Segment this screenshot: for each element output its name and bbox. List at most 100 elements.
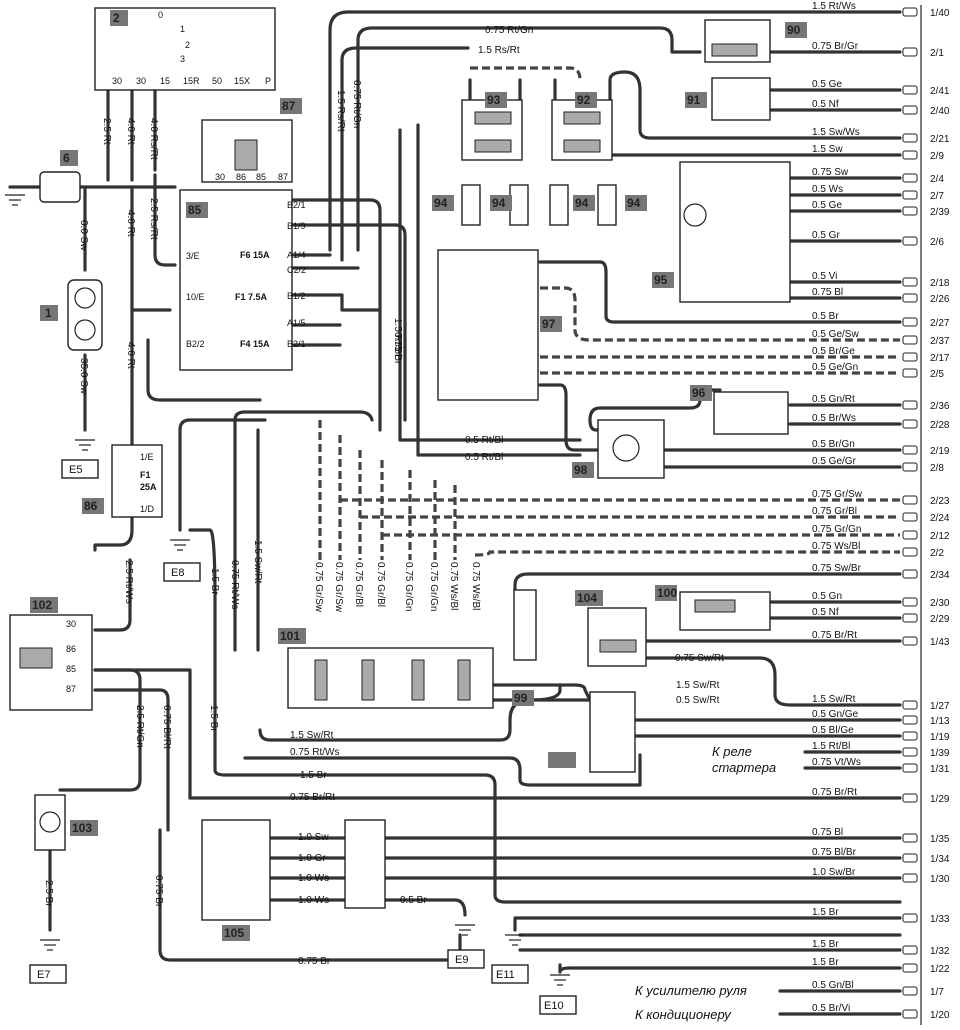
relay102-pin-86: 86 [66, 644, 76, 654]
label-98: 99 [514, 691, 528, 705]
connector-wire-label: 0.75 Gr/Gn [812, 524, 861, 535]
pin-10e: 10/E [186, 292, 205, 302]
label-93: 93 [487, 93, 501, 107]
ign-pos-0: 0 [158, 10, 163, 20]
valve-block-101 [287, 647, 494, 709]
w-v-ws-bl: 0.75 Ws/Bl [448, 562, 459, 610]
pin-b12: B1/2 [287, 291, 306, 301]
w-f1-rt-ws: 2.5 Rt/Ws [123, 560, 134, 604]
idle-valve-89 [704, 19, 771, 63]
connector-terminal [902, 613, 918, 623]
w-sw-rt-h: 1.5 Sw/Rt [290, 730, 334, 741]
relay-102 [9, 614, 93, 711]
fuse-f1-main: F1 [140, 470, 151, 480]
ground-e10: E10 [544, 1000, 564, 1012]
connector-terminal [902, 963, 918, 973]
connector-pin-label: 2/39 [930, 207, 950, 218]
injectors-94 [461, 184, 617, 226]
connector-wire-label: 0.5 Gn/Ge [812, 709, 859, 720]
battery-clamp-6 [39, 171, 81, 203]
label-103: 103 [72, 821, 92, 835]
label-89: 90 [787, 23, 801, 37]
w-m105-1: 1.0 Sw [298, 832, 329, 843]
connector-pin-label: 2/37 [930, 336, 950, 347]
connector-pin-label: 2/7 [930, 191, 944, 202]
connector-terminal [902, 462, 918, 472]
pin-b22: B2/2 [186, 339, 205, 349]
relay-87 [201, 119, 293, 183]
ign-pos-3: 3 [180, 54, 185, 64]
connector-terminal [902, 763, 918, 773]
connector-terminal [902, 105, 918, 115]
fuse-f6: F6 15A [240, 250, 270, 260]
power-steering-note: К усилителю руля [635, 983, 747, 998]
valve-100 [587, 607, 647, 667]
connector-wire-label: 0.5 Gn/Bl [812, 980, 854, 991]
connector-pin-label: 2/40 [930, 106, 950, 117]
label-87: 87 [282, 99, 296, 113]
relay87-term-85: 85 [256, 172, 266, 182]
connector-pin-label: 2/19 [930, 446, 950, 457]
ign-term-15r: 15R [183, 76, 200, 86]
connector-wire-label: 0.5 Bl/Ge [812, 725, 854, 736]
connector-terminal [902, 1009, 918, 1019]
label-96: 98 [574, 463, 588, 477]
w-v-gr-bl2: 0.75 Gr/Bl [375, 562, 386, 607]
w-bl-rt-102: 0.75 Bl/Rt [161, 705, 172, 749]
connector-wire-label: 0.75 Gr/Sw [812, 489, 863, 500]
left-wires [8, 88, 407, 932]
connector-terminal [902, 445, 918, 455]
relay102-pin-30: 30 [66, 619, 76, 629]
connector-terminal [902, 945, 918, 955]
ign-term-30b: 30 [136, 76, 146, 86]
module-95 [437, 249, 539, 401]
w-rs-rt-v: 1.5 Rs/Rt [335, 90, 346, 132]
w-fuse-rt: 4.0 Rt [125, 342, 136, 369]
connector-wire-label: 0.5 Br/Vi [812, 1003, 850, 1014]
connector-wire-label: 0.5 Ge/Gr [812, 456, 857, 467]
connector-terminal [902, 747, 918, 757]
connector-terminal [902, 495, 918, 505]
label-100: 104 [577, 591, 597, 605]
connector-pin-label: 2/24 [930, 513, 950, 524]
connector-pin-label: 2/4 [930, 174, 944, 185]
air-conditioner-note: К кондиционеру [635, 1007, 732, 1022]
connector-104 [589, 691, 636, 773]
connector-wire-label: 1.0 Sw/Br [812, 867, 856, 878]
connector-wire-label: 0.5 Vi [812, 271, 837, 282]
w-br-102: 1.5 Br [208, 705, 219, 732]
connector-terminal [902, 368, 918, 378]
w-sw-rt-104b: 0.5 Sw/Rt [676, 695, 720, 706]
connector-wire-label: 0.75 Br/Rt [812, 630, 857, 641]
w-br-bottom-v: 0.75 Br [153, 875, 164, 908]
connector-pin-label: 2/36 [930, 401, 950, 412]
connector-wire-label: 0.75 Ws/Bl [812, 541, 860, 552]
connector-pin-label: 1/43 [930, 637, 950, 648]
connector-wire-label: 0.5 Br [812, 311, 839, 322]
w-m105-2: 1.0 Gr [298, 853, 326, 864]
connector-terminal [902, 512, 918, 522]
w-m105-3: 1.0 Ws [298, 873, 329, 884]
connector-pin-label: 2/23 [930, 496, 950, 507]
connector-terminal [902, 190, 918, 200]
pin-c22: C2/2 [287, 265, 306, 275]
connector-wire-label: 1.5 Rt/Ws [812, 1, 856, 12]
ign-term-15x: 15X [234, 76, 250, 86]
w-rt-bl-v: 1.5 Rt/Bl [392, 318, 403, 356]
connector-pin-label: 1/27 [930, 701, 950, 712]
pin-3e: 3/E [186, 251, 200, 261]
connector-pin-label: 2/1 [930, 48, 944, 59]
connector-wire-label: 1.5 Sw [812, 144, 843, 155]
label-2: 2 [113, 11, 120, 25]
connector-terminal [902, 7, 918, 17]
w-rt-gn: 0.75 Rt/Gn [485, 25, 533, 36]
connector-pin-label: 2/5 [930, 369, 944, 380]
connector-pin-label: 1/13 [930, 716, 950, 727]
connector-wire-label: 0.5 Ge/Gn [812, 362, 858, 373]
motor-103 [34, 794, 66, 851]
connector-terminal [902, 597, 918, 607]
connector-wire-label: 1.5 Sw/Rt [812, 694, 856, 705]
connector-terminal [902, 277, 918, 287]
w-v-gr-sw: 0.75 Gr/Sw [313, 562, 324, 613]
